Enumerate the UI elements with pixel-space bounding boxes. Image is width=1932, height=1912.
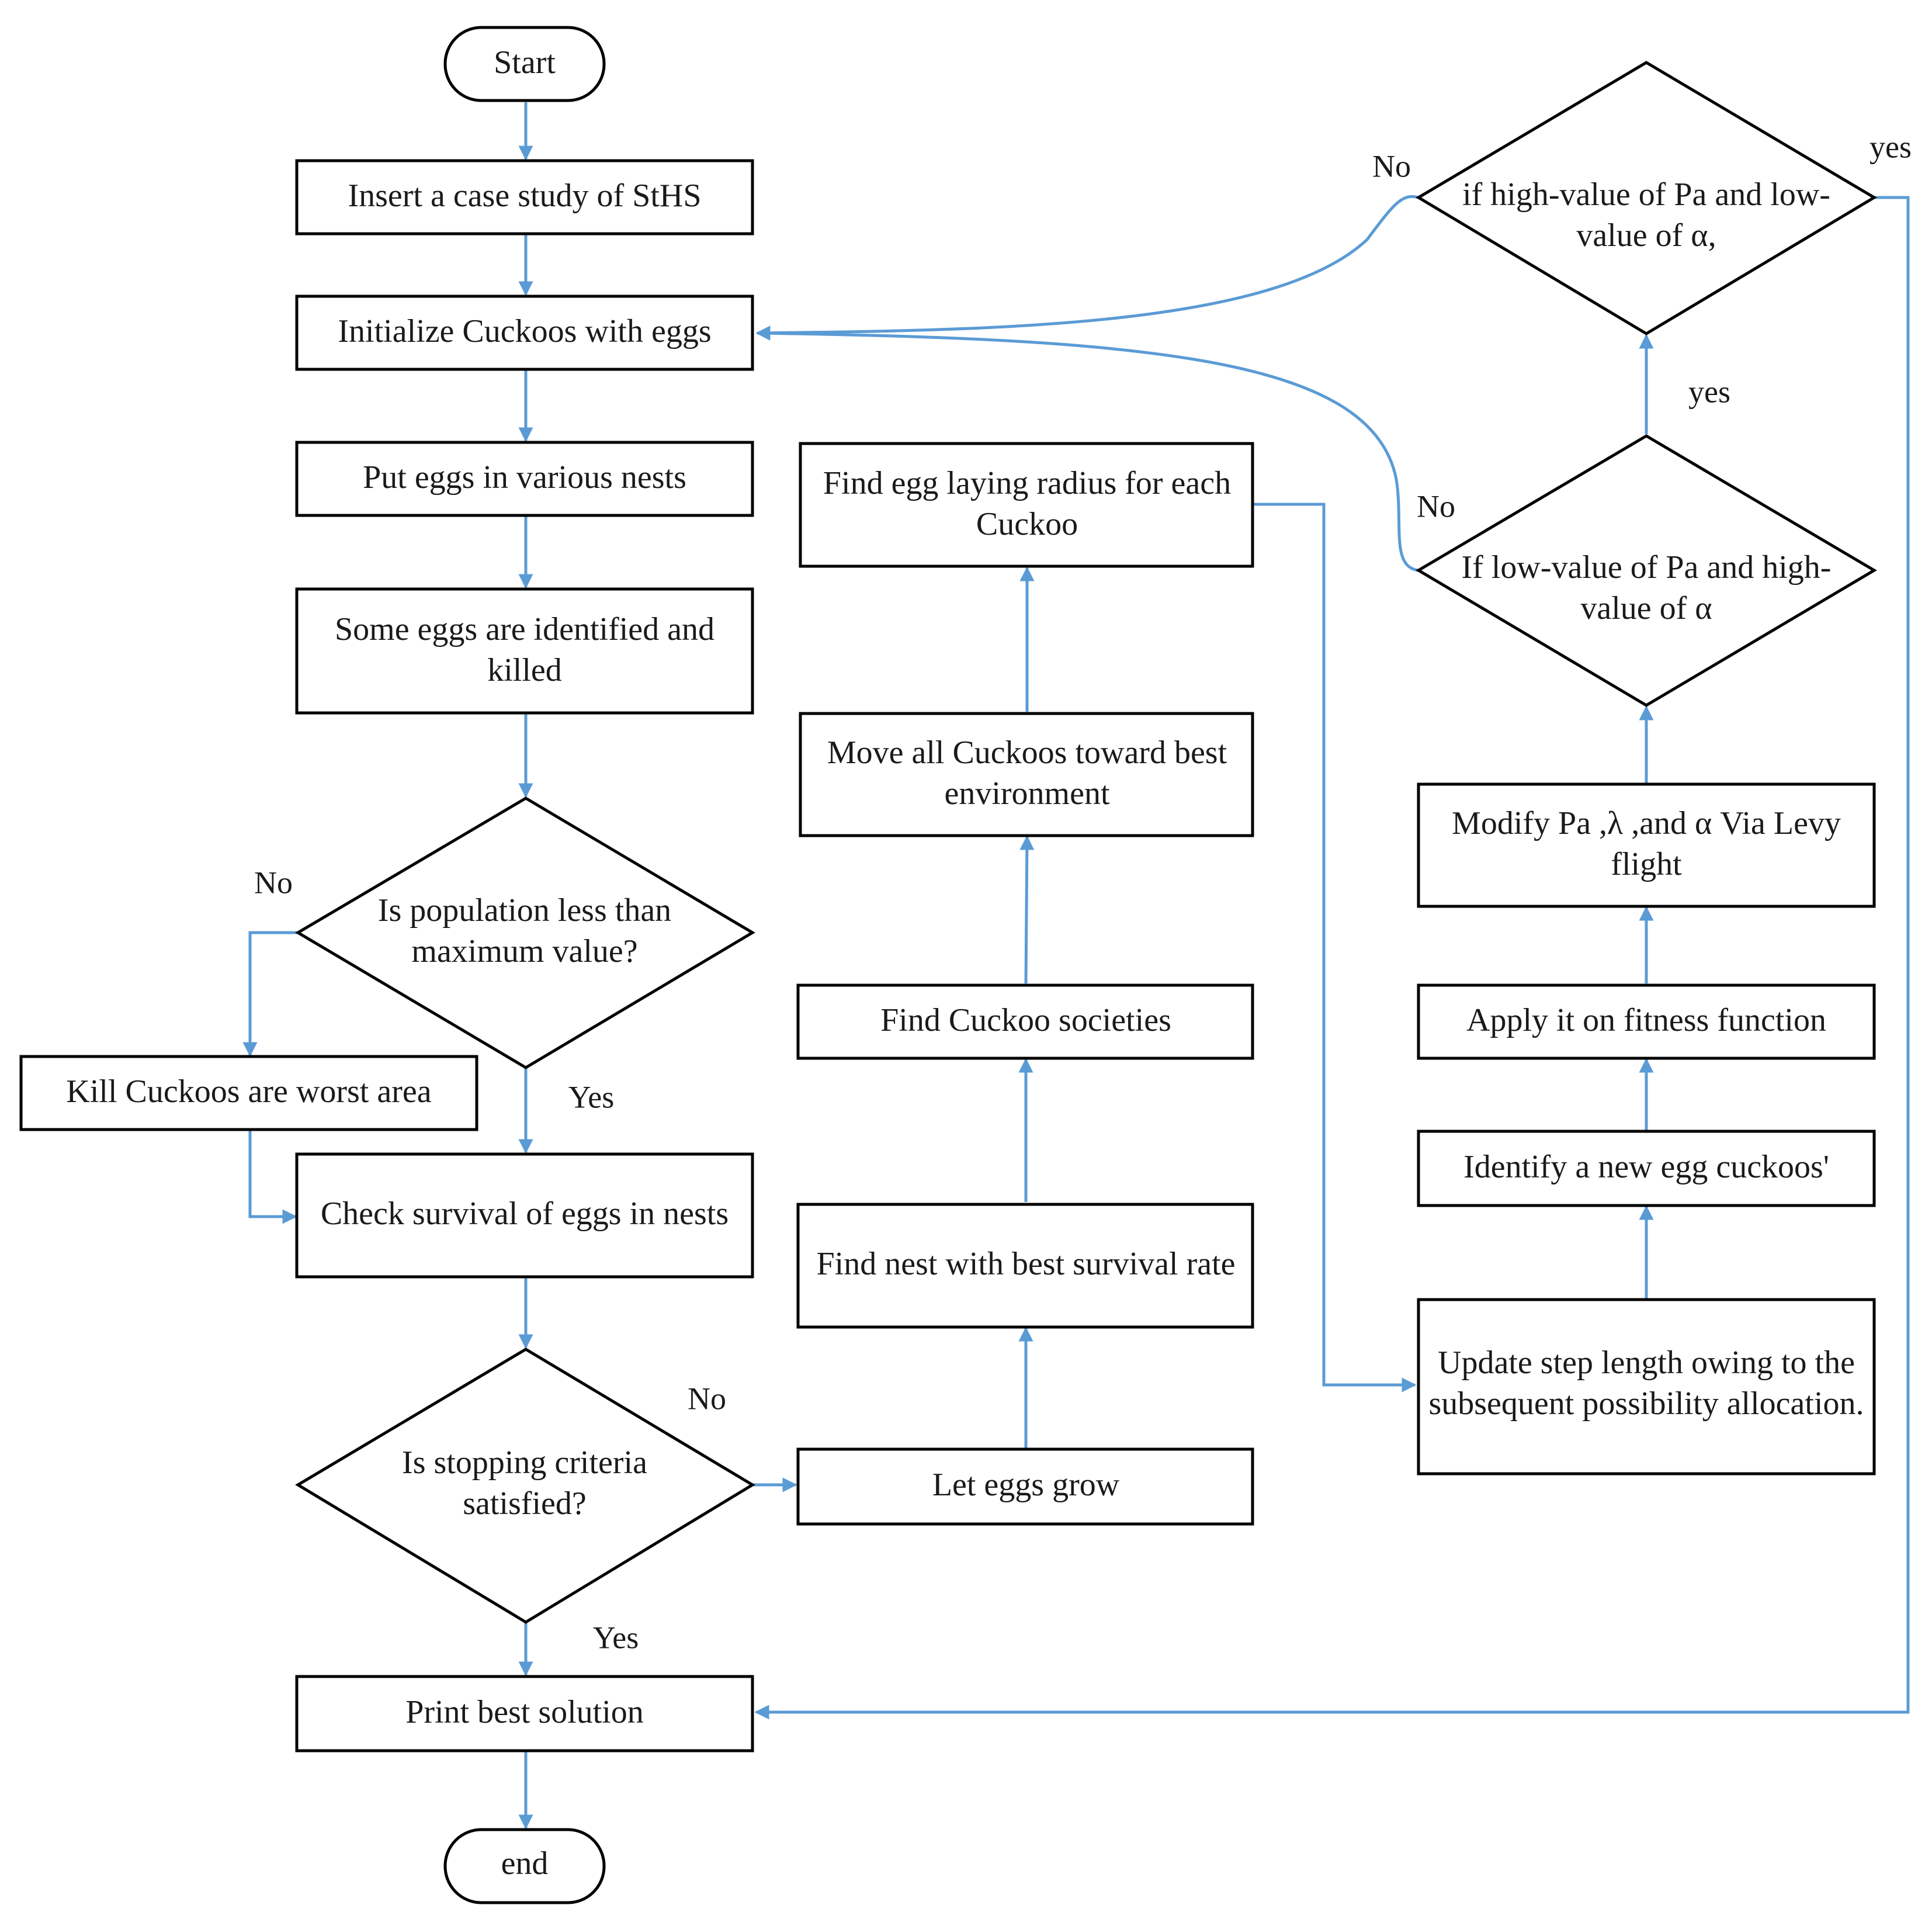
population-decision: Is population less than maximum value? <box>295 796 755 1069</box>
arrow-lowpa-no-to-init <box>755 325 1419 572</box>
check-survival-label: Check survival of eggs in nests <box>321 1196 729 1232</box>
high-pa-decision-label: if high-value of Pa and low- <box>1462 176 1830 213</box>
kill-cuckoos-box: Kill Cuckoos are worst area <box>19 1055 478 1131</box>
put-eggs-box: Put eggs in various nests <box>295 441 754 517</box>
let-eggs-grow-box: Let eggs grow <box>796 1447 1254 1526</box>
update-step-label: Update step length owing to the <box>1438 1345 1855 1381</box>
stopping-decision-label: Is stopping criteria <box>402 1445 647 1481</box>
high-pa-decision: if high-value of Pa and low- value of α, <box>1416 61 1877 335</box>
find-societies-box: Find Cuckoo societies <box>796 983 1254 1060</box>
move-cuckoos-label-line2: environment <box>944 775 1109 812</box>
start-terminal: Start <box>443 26 606 102</box>
modify-pa-label: Modify Pa ,λ ,and α Via Levy <box>1452 805 1841 841</box>
stopping-yes-label: Yes <box>593 1620 639 1655</box>
stopping-decision: Is stopping criteria satisfied? <box>295 1348 755 1624</box>
stopping-decision-label-line2: satisfied? <box>463 1485 586 1522</box>
high-pa-no-label: No <box>1372 148 1411 183</box>
eggs-killed-box: Some eggs are identified and killed <box>295 587 754 715</box>
low-pa-decision-label: If low-value of Pa and high- <box>1462 549 1832 586</box>
start-label: Start <box>494 44 556 81</box>
find-nest-box: Find nest with best survival rate <box>796 1203 1254 1329</box>
low-pa-decision: If low-value of Pa and high- value of α <box>1416 434 1877 707</box>
update-step-label-line2: subsequent possibility allocation. <box>1428 1385 1864 1422</box>
find-nest-label: Find nest with best survival rate <box>816 1246 1235 1282</box>
low-pa-decision-label-line2: value of α <box>1580 590 1712 626</box>
check-survival-box: Check survival of eggs in nests <box>295 1152 754 1279</box>
move-cuckoos-box: Move all Cuckoos toward best environment <box>799 712 1254 837</box>
end-terminal: end <box>443 1828 606 1904</box>
arrow-highpa-no-to-init <box>755 195 1419 341</box>
insert-case-study-box: Insert a case study of StHS <box>295 159 754 235</box>
high-pa-yes-label: yes <box>1869 129 1912 164</box>
update-step-box: Update step length owing to the subseque… <box>1417 1298 1876 1475</box>
initialize-cuckoos-box: Initialize Cuckoos with eggs <box>295 295 754 371</box>
modify-pa-box: Modify Pa ,λ ,and α Via Levy flight <box>1417 782 1876 908</box>
stopping-no-label: No <box>688 1381 726 1416</box>
population-yes-label: Yes <box>568 1079 615 1114</box>
connectors <box>242 102 1910 1830</box>
edge-labels: No Yes No Yes yes No No yes <box>254 129 1912 1655</box>
arrow-kill-to-survival <box>248 1130 297 1224</box>
kill-cuckoos-label: Kill Cuckoos are worst area <box>66 1073 431 1110</box>
population-no-label: No <box>254 865 293 900</box>
modify-pa-label-line2: flight <box>1611 846 1682 882</box>
apply-fitness-label: Apply it on fitness function <box>1466 1002 1826 1038</box>
eggs-killed-label: Some eggs are identified and <box>335 611 714 647</box>
print-best-label: Print best solution <box>405 1694 644 1730</box>
population-decision-label-line2: maximum value? <box>411 933 637 969</box>
find-societies-label: Find Cuckoo societies <box>880 1002 1171 1038</box>
egg-radius-label: Find egg laying radius for each <box>823 465 1231 501</box>
move-cuckoos-label: Move all Cuckoos toward best <box>827 735 1227 771</box>
egg-radius-box: Find egg laying radius for each Cuckoo <box>799 442 1254 568</box>
low-pa-yes-label: yes <box>1688 374 1730 409</box>
arrow-population-no-to-kill <box>242 931 298 1057</box>
print-best-box: Print best solution <box>295 1675 754 1752</box>
eggs-killed-label-line2: killed <box>487 652 562 688</box>
initialize-cuckoos-label: Initialize Cuckoos with eggs <box>338 313 711 349</box>
identify-egg-box: Identify a new egg cuckoos' <box>1417 1130 1876 1207</box>
insert-case-study-label: Insert a case study of StHS <box>348 178 701 214</box>
high-pa-decision-label-line2: value of α, <box>1576 217 1716 254</box>
let-eggs-grow-label: Let eggs grow <box>932 1467 1120 1503</box>
arrow-societies-to-move <box>1019 835 1035 984</box>
arrow-radius-to-update <box>1253 503 1417 1393</box>
population-decision-label: Is population less than <box>378 892 671 929</box>
put-eggs-label: Put eggs in various nests <box>363 459 686 496</box>
apply-fitness-box: Apply it on fitness function <box>1417 983 1876 1060</box>
arrow-highpa-yes-to-print <box>754 196 1910 1720</box>
end-label: end <box>501 1845 549 1882</box>
low-pa-no-label: No <box>1417 489 1455 524</box>
egg-radius-label-line2: Cuckoo <box>976 506 1078 542</box>
identify-egg-label: Identify a new egg cuckoos' <box>1463 1149 1829 1185</box>
